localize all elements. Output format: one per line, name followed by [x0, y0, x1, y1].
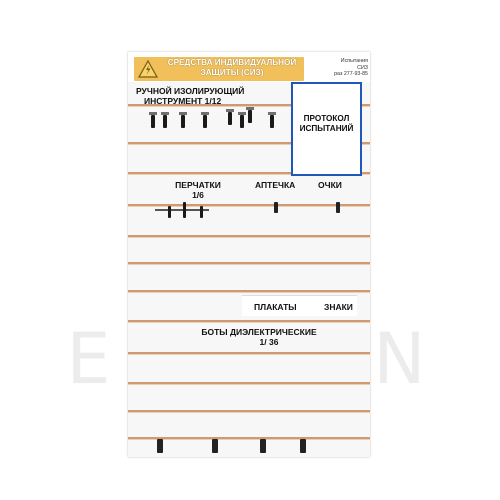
- first-aid-label: АПТЕЧКА: [255, 180, 296, 190]
- slat: [128, 142, 370, 145]
- boot-hook: [260, 439, 266, 453]
- protocol-pocket: ПРОТОКОЛ ИСПЫТАНИЙ: [291, 82, 362, 176]
- header-title-line1: СРЕДСТВА ИНДИВИДУАЛЬНОЙ: [167, 58, 297, 67]
- signs-label: ЗНАКИ: [324, 302, 353, 312]
- slat: [128, 352, 370, 355]
- protocol-label: ПРОТОКОЛ ИСПЫТАНИЙ: [293, 114, 360, 134]
- tool-clip: [179, 112, 187, 128]
- tools-label-line1: РУЧНОЙ ИЗОЛИРУЮЩИЙ: [136, 86, 245, 96]
- slat: [128, 104, 370, 107]
- tools-label: РУЧНОЙ ИЗОЛИРУЮЩИЙ ИНСТРУМЕНТ 1/12: [136, 86, 276, 106]
- boots-label-line2: 1/ 36: [259, 337, 279, 347]
- gloves-label-line1: ПЕРЧАТКИ: [175, 180, 221, 190]
- slat: [128, 290, 370, 293]
- warning-triangle-icon: [138, 59, 158, 78]
- boot-hook: [300, 439, 306, 453]
- gloves-label: ПЕРЧАТКИ 1/6: [168, 180, 228, 200]
- glove-hook: [168, 206, 171, 218]
- tool-clip: [246, 107, 254, 123]
- posters-label: ПЛАКАТЫ: [254, 302, 297, 312]
- slat: [128, 410, 370, 413]
- posters-signs-shelf: ПЛАКАТЫ ЗНАКИ: [242, 295, 357, 316]
- board-header: СРЕДСТВА ИНДИВИДУАЛЬНОЙ ЗАЩИТЫ (СИЗ) Исп…: [128, 52, 370, 82]
- gloves-label-line2: 1/6: [192, 190, 204, 200]
- glove-hook: [200, 206, 203, 218]
- glasses-hanger: [336, 202, 340, 213]
- boots-label-line1: БОТЫ ДИЭЛЕКТРИЧЕСКИЕ: [201, 327, 317, 337]
- slat: [128, 382, 370, 385]
- tools-label-line2: ИНСТРУМЕНТ 1/12: [144, 96, 222, 106]
- slat: [128, 262, 370, 265]
- header-info: Испытания СИЗ раз 277-93-85: [312, 58, 368, 78]
- protocol-label-line1: ПРОТОКОЛ: [303, 114, 350, 123]
- protocol-label-line2: ИСПЫТАНИЙ: [299, 124, 354, 133]
- boot-hook: [212, 439, 218, 453]
- header-title: СРЕДСТВА ИНДИВИДУАЛЬНОЙ ЗАЩИТЫ (СИЗ): [158, 58, 306, 78]
- boots-label: БОТЫ ДИЭЛЕКТРИЧЕСКИЕ 1/ 36: [184, 327, 334, 347]
- boot-hook: [157, 439, 163, 453]
- tool-clip: [238, 112, 246, 128]
- tool-clip: [201, 112, 209, 128]
- header-info-line2: СИЗ: [357, 64, 368, 71]
- glove-hook: [183, 202, 186, 218]
- slat: [128, 172, 370, 175]
- siz-board: СРЕДСТВА ИНДИВИДУАЛЬНОЙ ЗАЩИТЫ (СИЗ) Исп…: [128, 52, 370, 457]
- tool-clip: [268, 112, 276, 128]
- glasses-label: ОЧКИ: [318, 180, 342, 190]
- slat: [128, 204, 370, 207]
- slat: [128, 235, 370, 238]
- tool-clip: [161, 112, 169, 128]
- tool-clip: [149, 112, 157, 128]
- header-info-line3: раз 277-93-85: [334, 71, 368, 77]
- slat: [128, 320, 370, 323]
- first-aid-hanger: [274, 202, 278, 213]
- header-banner: [134, 57, 304, 81]
- header-info-line1: Испытания: [340, 58, 368, 64]
- header-title-line2: ЗАЩИТЫ (СИЗ): [200, 68, 264, 77]
- glove-bracket: [155, 209, 209, 211]
- slat: [128, 437, 370, 440]
- tool-clip: [226, 109, 234, 125]
